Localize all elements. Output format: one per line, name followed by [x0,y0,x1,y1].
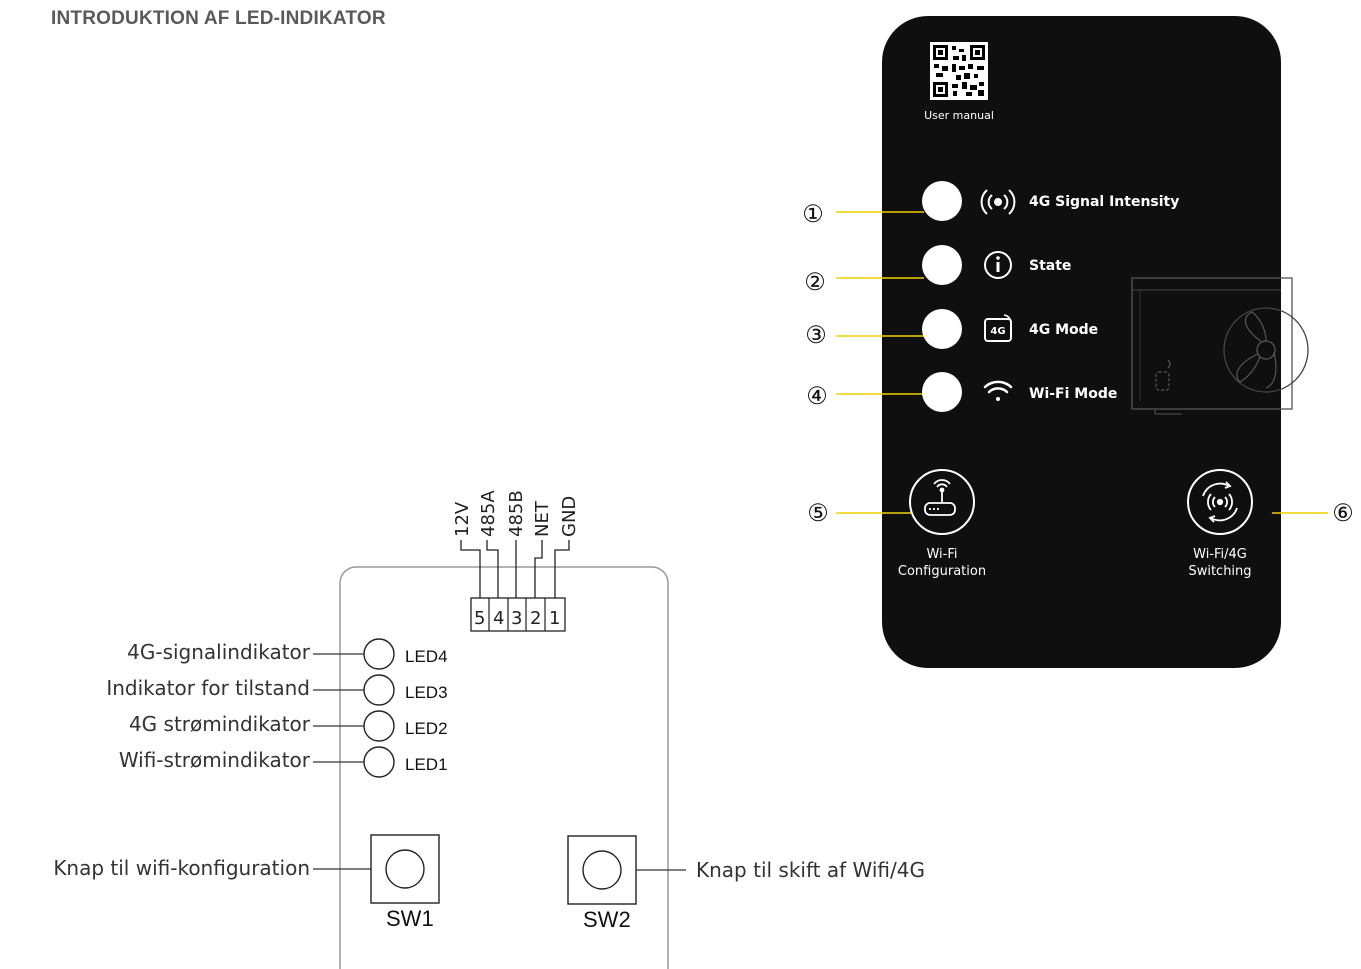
switch-sw2: Knap til skift af Wifi/4G SW2 [567,835,925,932]
pin-number-2: 2 [530,608,541,629]
pin-label-gnd: GND [559,496,580,537]
led-row-led3: Indikator for tilstand LED3 [106,674,448,706]
sw2-button-icon [582,850,622,890]
switch-sw1: Knap til wifi-konfiguration SW1 [53,834,440,931]
pin-label-net: NET [532,500,553,537]
switching-label-line2: Switching [1188,564,1251,579]
qr-caption: User manual [924,109,994,122]
pin-number-3: 3 [511,608,522,629]
4g-icon-text: 4G [990,326,1005,337]
4g-icon: 4G [984,314,1012,342]
led2-label: LED2 [405,719,448,738]
pin-number-5: 5 [474,608,485,629]
page-title: INTRODUKTION AF LED-INDIKATOR [51,8,386,29]
pin-number-1: 1 [549,608,560,629]
callout-number-3: ③ [805,321,827,349]
led-row-led2: 4G strømindikator LED2 [129,710,448,742]
led4-label: LED4 [405,647,448,666]
led1-label: LED1 [405,755,448,774]
pin-label-485a: 485A [478,490,499,537]
device-panel: User manual ① ② ③ ④ ⑤ ⑥ [802,16,1354,668]
sw1-button-icon [385,849,425,889]
pin-number-4: 4 [493,608,504,629]
led2-description: 4G strømindikator [129,712,311,736]
state-led [922,245,962,285]
board-outline [339,566,669,969]
led2-indicator [363,710,395,742]
led3-indicator [363,674,395,706]
led3-description: Indikator for tilstand [106,676,310,700]
callout-number-6: ⑥ [1332,499,1354,527]
wifi-4g-switching-button[interactable] [1187,469,1253,535]
qr-code-icon [930,42,988,100]
signal-intensity-label: 4G Signal Intensity [1029,194,1179,210]
info-icon [984,251,1012,279]
callout-number-5: ⑤ [807,499,829,527]
wifi-mode-led [922,372,962,412]
pin-label-12v: 12V [452,501,473,537]
callout-number-2: ② [804,268,826,296]
state-label: State [1029,258,1071,274]
device-body [882,16,1281,668]
board-diagram: 5 4 3 2 1 12V 485A 485B NET GND 4G-signa… [53,490,925,969]
led4-indicator [363,638,395,670]
wifi-mode-label: Wi-Fi Mode [1029,386,1117,402]
signal-led [922,181,962,221]
switch-signal-icon [1202,481,1238,523]
callout-number-1: ① [802,200,824,228]
led1-description: Wifi-strømindikator [119,748,311,772]
wifi-config-label-line1: Wi-Fi [926,547,957,562]
wifi-configuration-button[interactable] [909,469,975,535]
router-icon [924,479,956,516]
led-row-led4: 4G-signalindikator LED4 [127,638,448,670]
sw1-description: Knap til wifi-konfiguration [53,856,310,880]
4g-mode-label: 4G Mode [1029,322,1098,338]
sw2-label: SW2 [583,907,631,932]
led4-description: 4G-signalindikator [127,640,311,664]
signal-broadcast-icon [980,189,1016,215]
wifi-icon [983,380,1013,401]
wifi-config-label-line2: Configuration [898,564,986,579]
4g-mode-led [922,309,962,349]
sw2-description: Knap til skift af Wifi/4G [696,858,925,882]
terminal-block: 5 4 3 2 1 12V 485A 485B NET GND [452,490,580,632]
led-row-led1: Wifi-strømindikator LED1 [119,746,448,778]
callout-number-4: ④ [806,382,828,410]
pin-label-485b: 485B [506,490,527,537]
sw1-label: SW1 [386,906,434,931]
led1-indicator [363,746,395,778]
switching-label-line1: Wi-Fi/4G [1193,547,1247,562]
led3-label: LED3 [405,683,448,702]
heat-pump-illustration [1131,277,1309,415]
